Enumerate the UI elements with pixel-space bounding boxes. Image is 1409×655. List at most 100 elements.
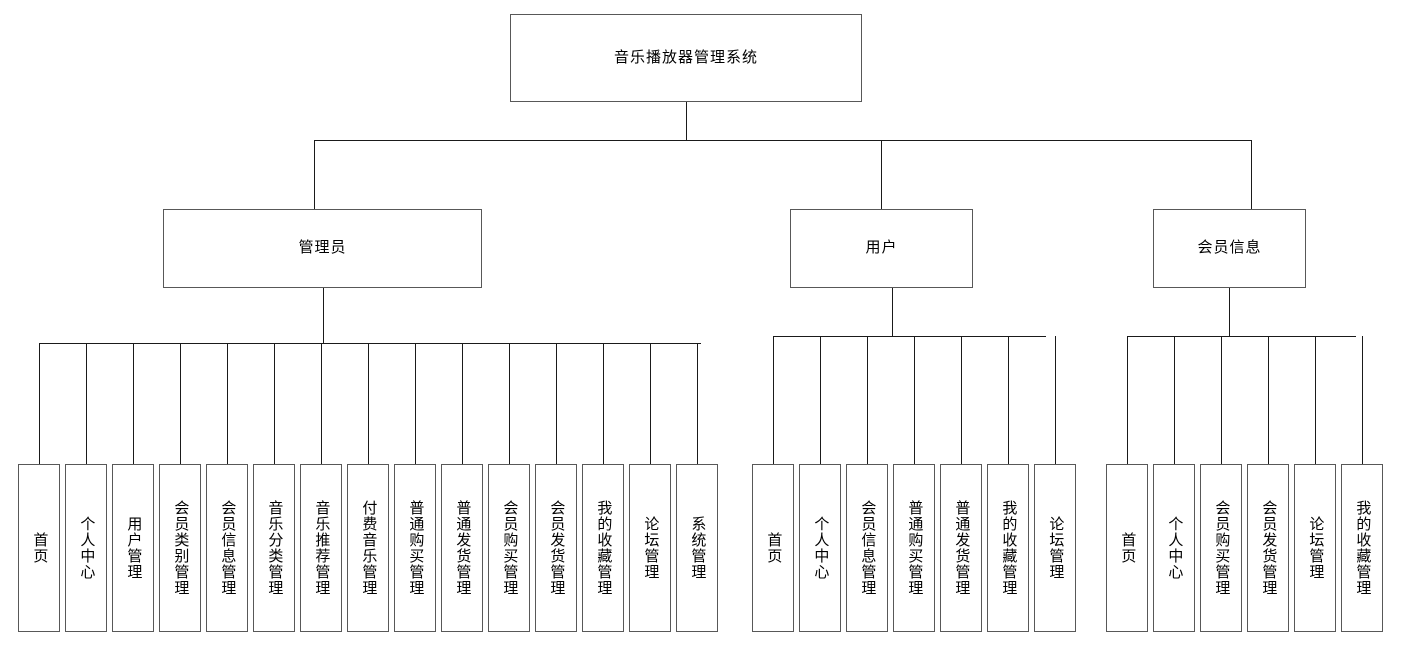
leaf-node-member-4[interactable]: 论坛管理 — [1294, 464, 1336, 632]
leaf-node-admin-5[interactable]: 音乐分类管理 — [253, 464, 295, 632]
leaf-node-member-3[interactable]: 会员发货管理 — [1247, 464, 1289, 632]
leaf-node-user-5[interactable]: 我的收藏管理 — [987, 464, 1029, 632]
connector-user-leaf-drop-0 — [773, 336, 774, 464]
connector-member-leaf-drop-3 — [1268, 336, 1269, 464]
leaf-node-label: 论坛管理 — [1047, 516, 1065, 580]
branch-node-user[interactable]: 用户 — [790, 209, 973, 288]
leaf-node-label: 会员类别管理 — [172, 500, 190, 596]
connector-level2-drop-1 — [881, 140, 882, 209]
leaf-node-label: 论坛管理 — [642, 516, 660, 580]
connector-admin-leaf-drop-4 — [227, 343, 228, 464]
leaf-node-label: 会员信息管理 — [219, 500, 237, 596]
leaf-node-admin-9[interactable]: 普通发货管理 — [441, 464, 483, 632]
leaf-node-user-0[interactable]: 首页 — [752, 464, 794, 632]
connector-member-leaf-drop-5 — [1362, 336, 1363, 464]
leaf-node-label: 音乐推荐管理 — [313, 500, 331, 596]
leaf-node-admin-1[interactable]: 个人中心 — [65, 464, 107, 632]
leaf-node-admin-13[interactable]: 论坛管理 — [629, 464, 671, 632]
leaf-node-label: 普通购买管理 — [407, 500, 425, 596]
leaf-node-label: 音乐分类管理 — [266, 500, 284, 596]
connector-user-leaf-drop-1 — [820, 336, 821, 464]
leaf-node-admin-12[interactable]: 我的收藏管理 — [582, 464, 624, 632]
connector-member-leaf-drop-0 — [1127, 336, 1128, 464]
root-node[interactable]: 音乐播放器管理系统 — [510, 14, 862, 102]
leaf-node-user-1[interactable]: 个人中心 — [799, 464, 841, 632]
leaf-node-label: 首页 — [1119, 532, 1137, 564]
leaf-node-admin-7[interactable]: 付费音乐管理 — [347, 464, 389, 632]
leaf-node-member-2[interactable]: 会员购买管理 — [1200, 464, 1242, 632]
connector-user-drop — [892, 288, 893, 336]
connector-admin-leaf-drop-9 — [462, 343, 463, 464]
leaf-node-label: 会员购买管理 — [501, 500, 519, 596]
leaf-node-label: 普通购买管理 — [906, 500, 924, 596]
connector-user-leaf-drop-6 — [1055, 336, 1056, 464]
connector-root-drop — [686, 102, 687, 140]
branch-node-admin[interactable]: 管理员 — [163, 209, 482, 288]
leaf-node-admin-8[interactable]: 普通购买管理 — [394, 464, 436, 632]
connector-level2-drop-0 — [314, 140, 315, 209]
connector-admin-leaf-drop-6 — [321, 343, 322, 464]
leaf-node-label: 会员信息管理 — [859, 500, 877, 596]
connector-user-leaf-drop-3 — [914, 336, 915, 464]
leaf-node-label: 系统管理 — [689, 516, 707, 580]
connector-admin-leaf-drop-0 — [39, 343, 40, 464]
connector-admin-leaf-drop-5 — [274, 343, 275, 464]
leaf-node-label: 会员购买管理 — [1213, 500, 1231, 596]
leaf-node-admin-0[interactable]: 首页 — [18, 464, 60, 632]
connector-member-bus — [1127, 336, 1356, 337]
connector-admin-leaf-drop-7 — [368, 343, 369, 464]
connector-user-bus — [774, 336, 1046, 337]
leaf-node-label: 普通发货管理 — [454, 500, 472, 596]
connector-admin-leaf-drop-11 — [556, 343, 557, 464]
connector-user-leaf-drop-4 — [961, 336, 962, 464]
connector-member-leaf-drop-1 — [1174, 336, 1175, 464]
leaf-node-member-0[interactable]: 首页 — [1106, 464, 1148, 632]
leaf-node-label: 个人中心 — [78, 516, 96, 580]
connector-admin-leaf-drop-8 — [415, 343, 416, 464]
connector-user-leaf-drop-2 — [867, 336, 868, 464]
leaf-node-member-1[interactable]: 个人中心 — [1153, 464, 1195, 632]
connector-admin-leaf-drop-2 — [133, 343, 134, 464]
leaf-node-admin-14[interactable]: 系统管理 — [676, 464, 718, 632]
leaf-node-label: 首页 — [765, 532, 783, 564]
connector-admin-leaf-drop-14 — [697, 343, 698, 464]
connector-admin-leaf-drop-12 — [603, 343, 604, 464]
connector-admin-leaf-drop-1 — [86, 343, 87, 464]
leaf-node-user-4[interactable]: 普通发货管理 — [940, 464, 982, 632]
leaf-node-label: 用户管理 — [125, 516, 143, 580]
leaf-node-label: 我的收藏管理 — [1354, 500, 1372, 596]
branch-node-user-label: 用户 — [865, 239, 898, 257]
connector-level2-drop-2 — [1251, 140, 1252, 209]
leaf-node-label: 会员发货管理 — [548, 500, 566, 596]
leaf-node-admin-10[interactable]: 会员购买管理 — [488, 464, 530, 632]
connector-admin-bus — [39, 343, 701, 344]
connector-member-leaf-drop-2 — [1221, 336, 1222, 464]
leaf-node-label: 个人中心 — [812, 516, 830, 580]
connector-admin-drop — [323, 288, 324, 343]
leaf-node-admin-6[interactable]: 音乐推荐管理 — [300, 464, 342, 632]
leaf-node-user-3[interactable]: 普通购买管理 — [893, 464, 935, 632]
leaf-node-label: 论坛管理 — [1307, 516, 1325, 580]
leaf-node-label: 我的收藏管理 — [1000, 500, 1018, 596]
leaf-node-label: 普通发货管理 — [953, 500, 971, 596]
leaf-node-admin-4[interactable]: 会员信息管理 — [206, 464, 248, 632]
leaf-node-admin-3[interactable]: 会员类别管理 — [159, 464, 201, 632]
leaf-node-label: 我的收藏管理 — [595, 500, 613, 596]
branch-node-member[interactable]: 会员信息 — [1153, 209, 1306, 288]
connector-admin-leaf-drop-3 — [180, 343, 181, 464]
leaf-node-member-5[interactable]: 我的收藏管理 — [1341, 464, 1383, 632]
root-node-label: 音乐播放器管理系统 — [613, 48, 758, 66]
leaf-node-admin-2[interactable]: 用户管理 — [112, 464, 154, 632]
connector-admin-leaf-drop-10 — [509, 343, 510, 464]
leaf-node-admin-11[interactable]: 会员发货管理 — [535, 464, 577, 632]
connector-user-leaf-drop-5 — [1008, 336, 1009, 464]
connector-level2-bus — [314, 140, 1251, 141]
leaf-node-label: 首页 — [31, 532, 49, 564]
leaf-node-label: 会员发货管理 — [1260, 500, 1278, 596]
connector-member-leaf-drop-4 — [1315, 336, 1316, 464]
branch-node-admin-label: 管理员 — [298, 239, 347, 257]
leaf-node-user-2[interactable]: 会员信息管理 — [846, 464, 888, 632]
leaf-node-user-6[interactable]: 论坛管理 — [1034, 464, 1076, 632]
connector-admin-leaf-drop-13 — [650, 343, 651, 464]
